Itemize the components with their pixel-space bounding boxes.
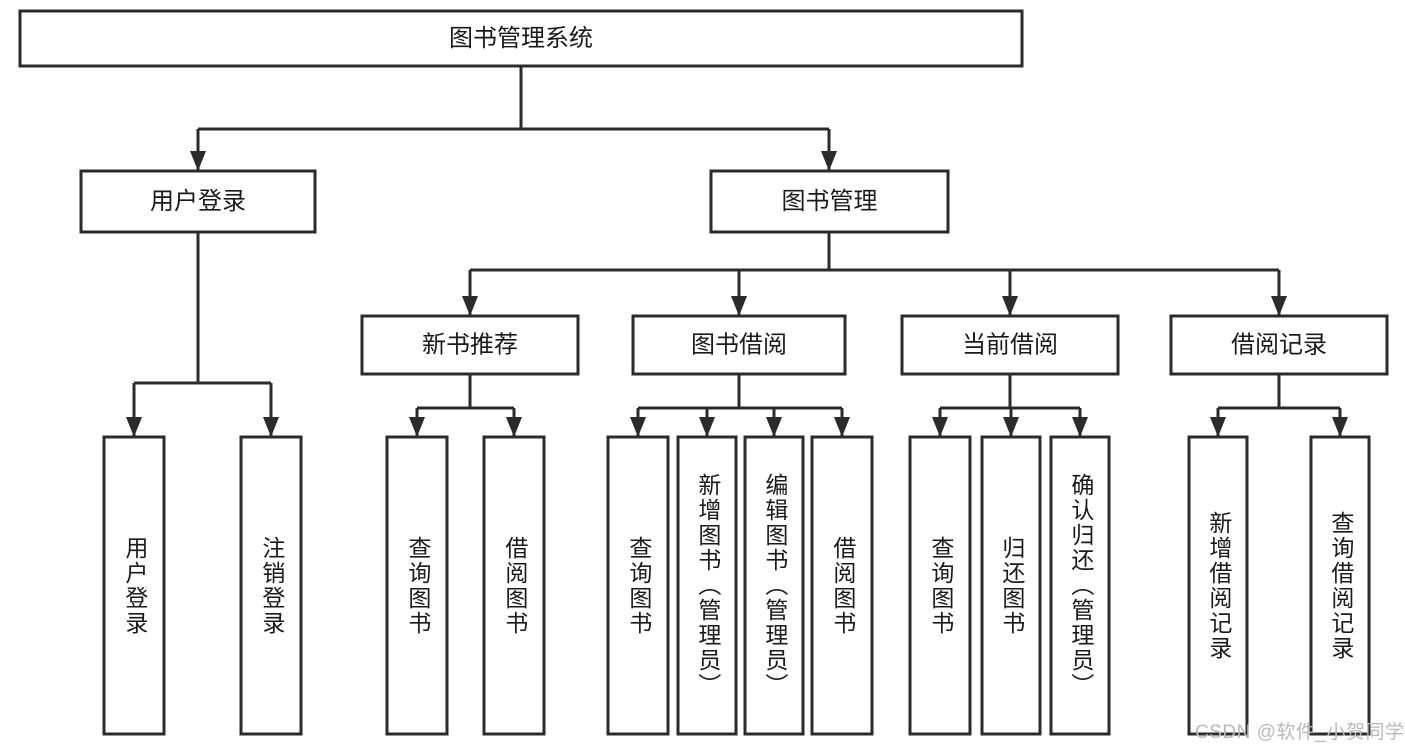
node-user-login-box[interactable]: [79, 169, 317, 234]
group-current-borrow-drop-2-arrow-icon: [1072, 417, 1088, 437]
node-leaf-query-book-3-box[interactable]: [908, 435, 972, 736]
group-book-borrow-drop-0-arrow-icon: [630, 417, 646, 437]
node-leaf-add-record-box[interactable]: [1187, 435, 1249, 736]
node-leaf-borrow-book-1-box[interactable]: [482, 435, 546, 736]
node-new-book-rec-label: 新书推荐: [422, 331, 518, 358]
group-current-borrow-drop-0-arrow-icon: [932, 417, 948, 437]
node-book-borrow-label: 图书借阅: [691, 331, 787, 358]
level3-drop-2-arrow-icon: [1002, 296, 1018, 316]
node-leaf-edit-book-box[interactable]: [743, 435, 805, 736]
title-node-box[interactable]: [18, 9, 1024, 68]
node-borrow-record-label: 借阅记录: [1231, 331, 1327, 358]
node-leaf-return-book-box[interactable]: [980, 435, 1042, 736]
group-book-borrow-drop-2-arrow-icon: [766, 417, 782, 437]
node-new-book-rec-box[interactable]: [360, 314, 580, 376]
node-user-login-label: 用户登录: [150, 188, 246, 215]
csdn-watermark: CSDN @软件_小贺同学: [1195, 722, 1405, 743]
node-leaf-query-book-2-box[interactable]: [606, 435, 670, 736]
group-new-book-rec-drop-0-arrow-icon: [409, 417, 425, 437]
node-current-borrow-box[interactable]: [900, 314, 1120, 376]
node-leaf-query-book-1-box[interactable]: [385, 435, 449, 736]
node-leaf-user-login-box[interactable]: [102, 435, 166, 736]
group-book-borrow-drop-1-arrow-icon: [699, 417, 715, 437]
group-current-borrow-drop-1-arrow-icon: [1003, 417, 1019, 437]
group-borrow-record-drop-0-arrow-icon: [1210, 417, 1226, 437]
node-book-borrow-box[interactable]: [631, 314, 847, 376]
title-node-label: 图书管理系统: [449, 25, 593, 52]
user-login-drop-1-arrow-icon: [263, 417, 279, 437]
group-book-borrow-drop-3-arrow-icon: [834, 417, 850, 437]
node-book-manage-label: 图书管理: [782, 188, 878, 215]
node-current-borrow-label: 当前借阅: [962, 331, 1058, 358]
node-leaf-add-book-box[interactable]: [676, 435, 738, 736]
node-borrow-record-box[interactable]: [1169, 314, 1389, 376]
level3-drop-3-arrow-icon: [1271, 296, 1287, 316]
node-leaf-confirm-return-box[interactable]: [1049, 435, 1111, 736]
node-leaf-query-record-box[interactable]: [1309, 435, 1371, 736]
group-new-book-rec-drop-1-arrow-icon: [506, 417, 522, 437]
node-leaf-borrow-book-2-box[interactable]: [810, 435, 874, 736]
group-borrow-record-drop-1-arrow-icon: [1332, 417, 1348, 437]
level2-drop-1-arrow-icon: [821, 151, 837, 171]
level3-drop-1-arrow-icon: [731, 296, 747, 316]
level3-drop-0-arrow-icon: [462, 296, 478, 316]
node-leaf-logout-box[interactable]: [239, 435, 303, 736]
node-book-manage-box[interactable]: [709, 169, 950, 234]
user-login-drop-0-arrow-icon: [126, 417, 142, 437]
level2-drop-0-arrow-icon: [190, 151, 206, 171]
